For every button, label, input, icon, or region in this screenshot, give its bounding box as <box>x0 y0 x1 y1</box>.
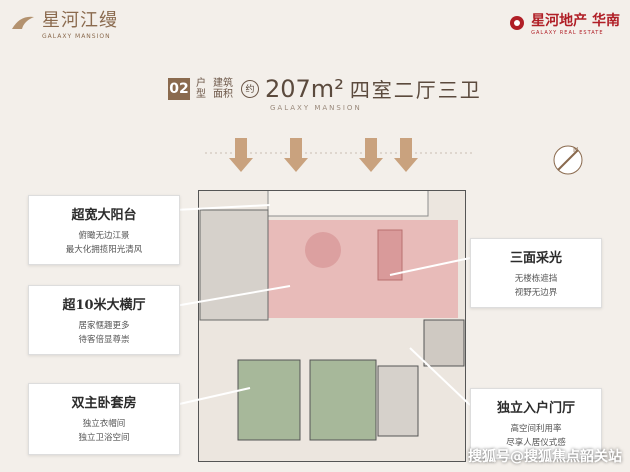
brand-right-sub: GALAXY REAL ESTATE <box>531 30 604 36</box>
callout-line: 待客倍显尊崇 <box>78 335 130 345</box>
callout-line: 独立衣帽间 <box>82 419 126 429</box>
callout-line: 居家惬趣更多 <box>78 321 130 331</box>
callout-title: 超宽大阳台 <box>71 208 137 223</box>
developer-logo-icon <box>510 16 525 30</box>
callout-line: 无楼栋遮挡 <box>514 274 558 284</box>
arrow-down-icon <box>229 138 418 172</box>
callout-entry-hall: 独立入户门厅 高空间利用率 尽享人居仪式感 <box>470 388 602 460</box>
callout-line: 高空间利用率 <box>510 424 562 434</box>
unit-number: 02 <box>168 77 190 100</box>
callout-line: 最大化拥揽阳光清风 <box>65 245 143 255</box>
area-word: 建筑面积 <box>213 77 233 100</box>
callout-title: 三面采光 <box>509 251 562 266</box>
brand-logo-left: 星河江缦 GALAXY MANSION <box>10 6 118 40</box>
brand-left-sub: GALAXY MANSION <box>42 33 111 40</box>
callout-line: 视野无边界 <box>514 288 558 298</box>
floor-plan <box>198 190 466 462</box>
svg-text:N: N <box>573 146 578 154</box>
sunlight-arrows <box>205 138 475 172</box>
callout-master-suites: 双主卧套房 独立衣帽间 独立卫浴空间 <box>28 383 180 455</box>
unit-word: 户型 <box>196 77 206 100</box>
unit-heading: 02 户型 建筑面积 约 207m² 四室二厅三卫 <box>168 74 482 103</box>
callout-line: 俯瞰无边江景 <box>78 231 130 241</box>
callout-line: 尽享人居仪式感 <box>506 438 566 448</box>
brand-right-name: 星河地产 华南 <box>531 13 620 29</box>
callout-living-room: 超10米大横厅 居家惬趣更多 待客倍显尊崇 <box>28 285 180 355</box>
wing-logo-icon <box>12 16 34 29</box>
room-layout: 四室二厅三卫 <box>349 78 482 102</box>
callout-daylight: 三面采光 无楼栋遮挡 视野无边界 <box>470 238 602 308</box>
callout-balcony: 超宽大阳台 俯瞰无边江景 最大化拥揽阳光清风 <box>28 195 180 265</box>
callout-line: 独立卫浴空间 <box>78 433 130 443</box>
callout-title: 双主卧套房 <box>71 396 137 411</box>
compass-icon: N <box>553 145 583 175</box>
brand-left-name: 星河江缦 <box>42 10 118 31</box>
callout-title: 独立入户门厅 <box>496 401 575 416</box>
floor-area: 207m² <box>265 74 344 103</box>
watermark: 搜狐号@搜狐焦点韶关站 <box>468 449 622 465</box>
brand-logo-right: 星河地产 华南 GALAXY REAL ESTATE <box>509 10 620 36</box>
approx-badge: 约 <box>241 79 259 98</box>
heading-subtitle: GALAXY MANSION <box>270 104 362 112</box>
callout-title: 超10米大横厅 <box>62 298 146 313</box>
